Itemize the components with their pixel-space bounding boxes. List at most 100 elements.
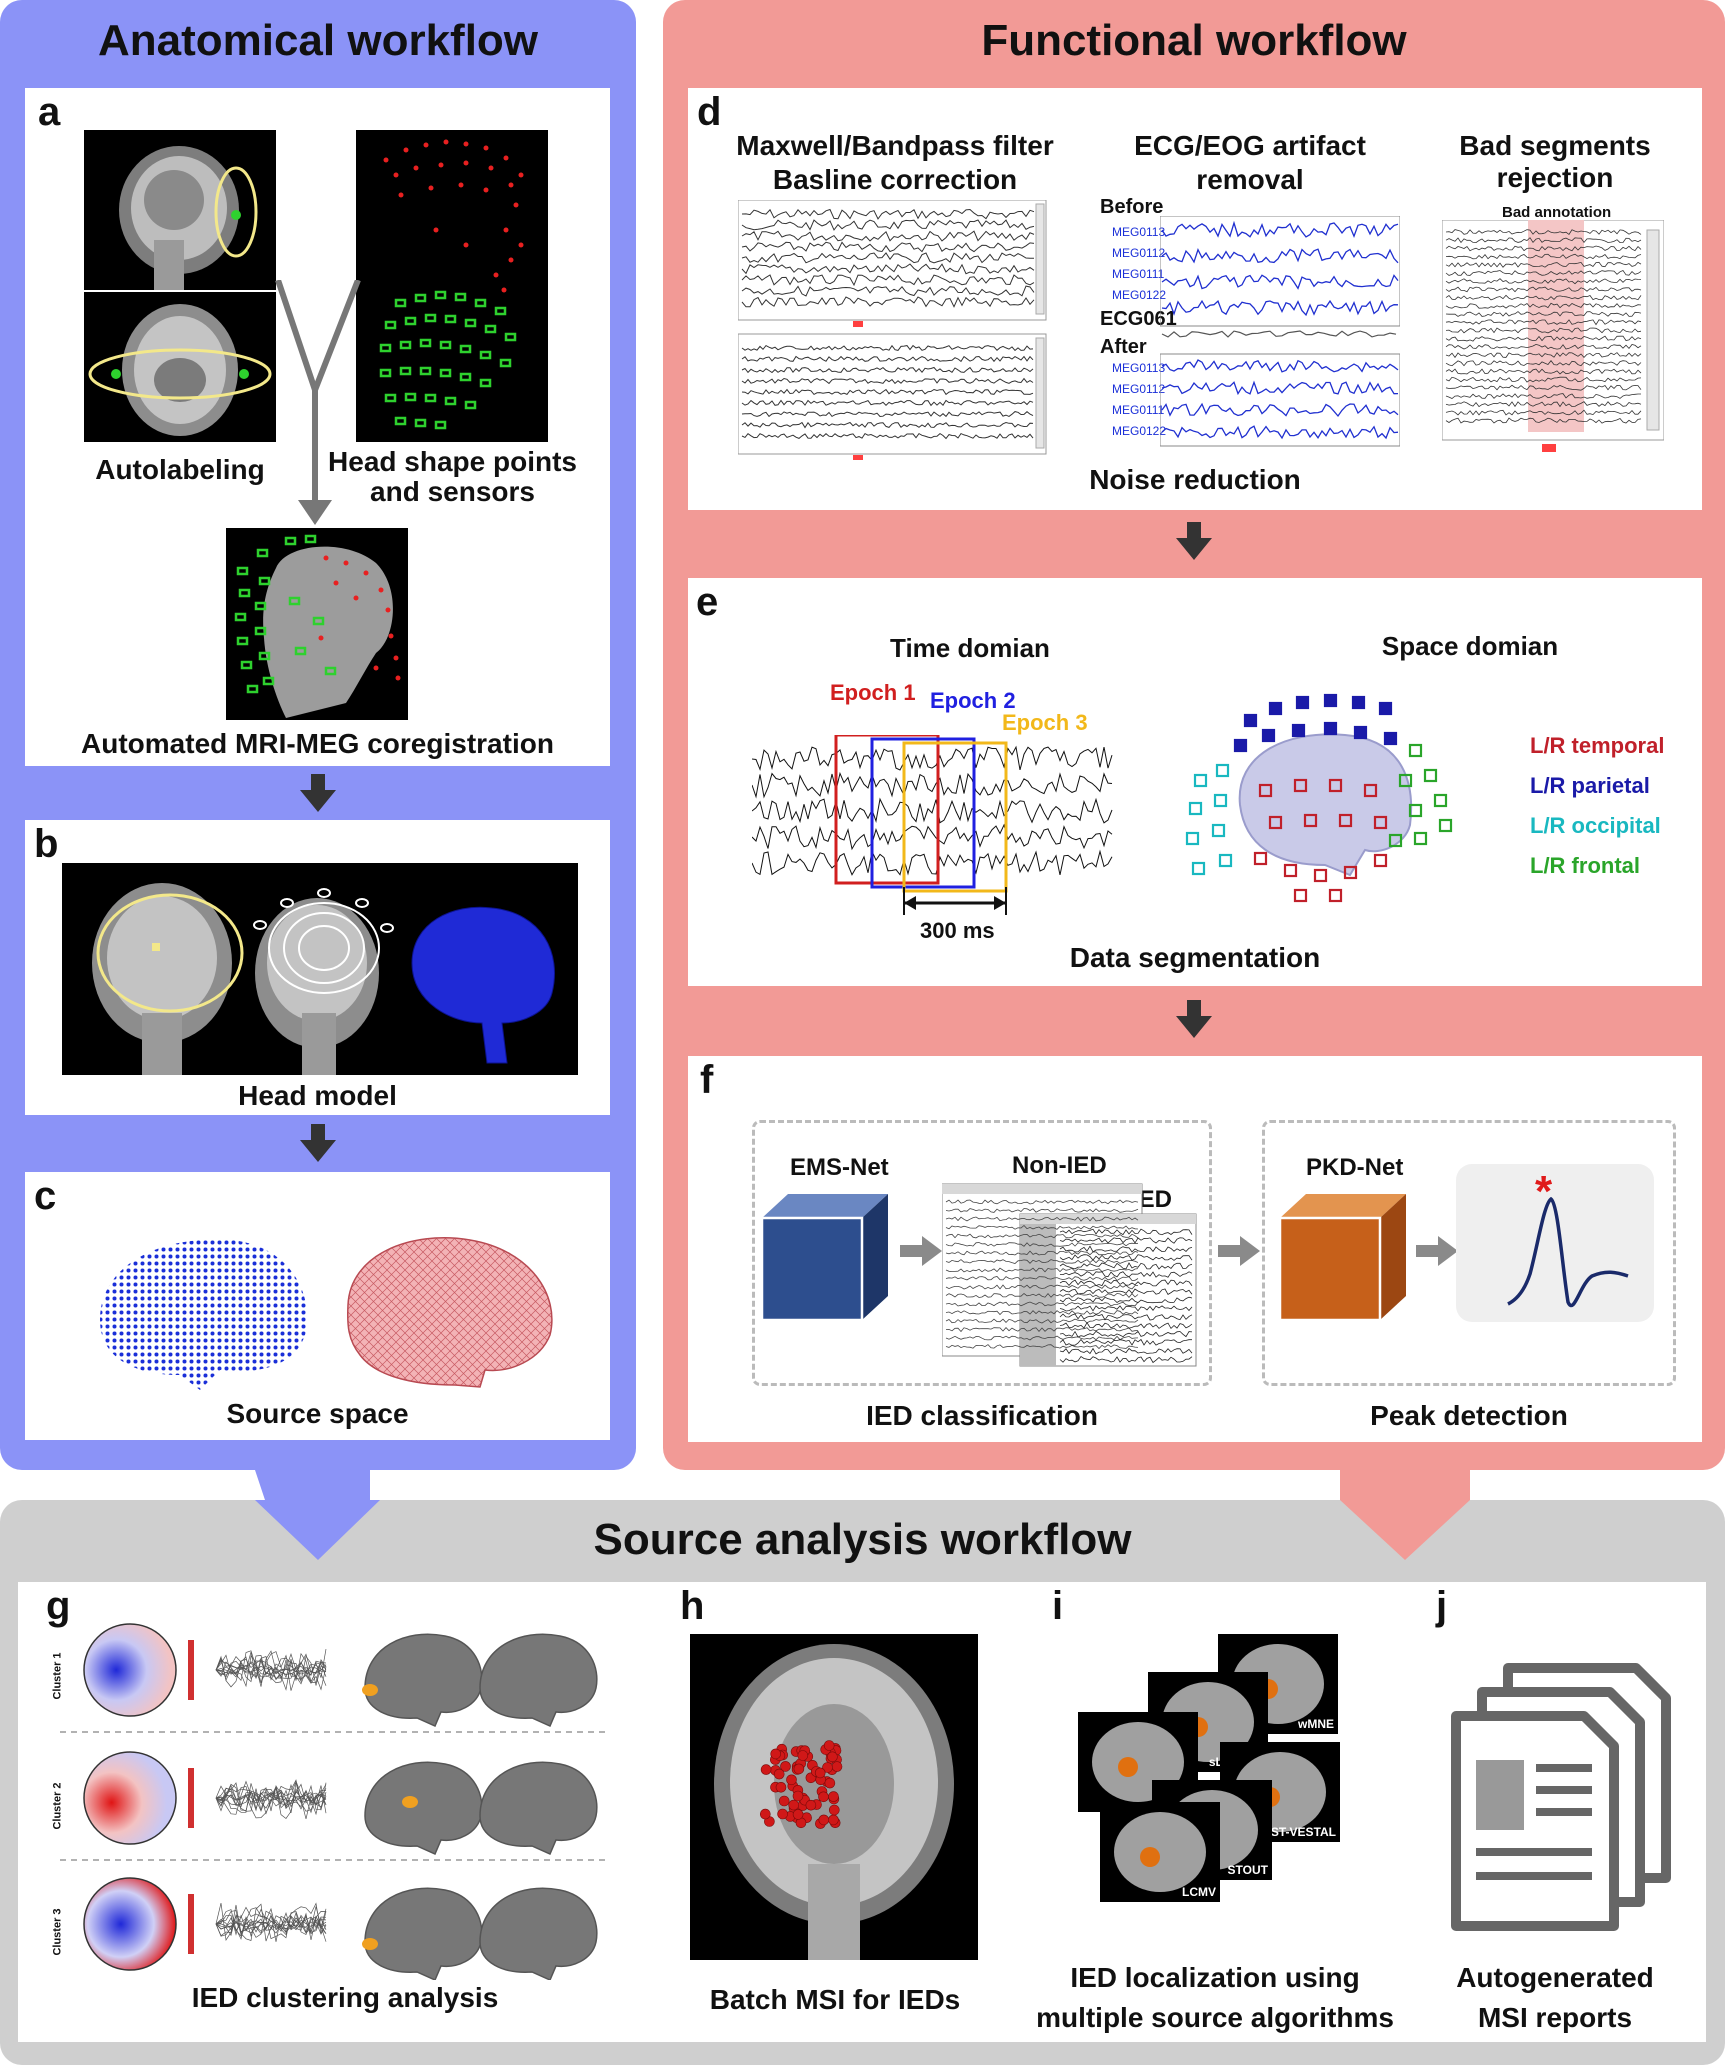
non-ied-trace <box>945 1310 1139 1316</box>
panel-b-letter: b <box>34 822 59 866</box>
bad-annotation-highlight <box>1528 220 1584 432</box>
dipole-dot <box>792 1809 804 1820</box>
ecg-trace <box>1161 330 1397 338</box>
meg-sensor-glyph <box>1413 831 1428 846</box>
filter-title-line2: Basline correction <box>772 164 1018 195</box>
head-shape-label-line2: and sensors <box>370 476 535 507</box>
channel-label: MEG0112 <box>1112 246 1166 260</box>
dipole-dot <box>778 1795 790 1807</box>
cluster-topomap <box>83 1751 177 1845</box>
meg-sensor-glyph <box>1243 713 1258 728</box>
meg-sensor-glyph <box>1388 833 1403 848</box>
bad-segment-trace <box>1445 384 1642 391</box>
butterfly-trace <box>215 1649 327 1691</box>
dipole-dot <box>770 1748 781 1760</box>
dipole-dot <box>760 1764 772 1775</box>
ied-trace <box>1059 1313 1193 1321</box>
bad-segment-trace <box>1445 237 1642 244</box>
autolabeling-label: Autolabeling <box>95 454 265 485</box>
head-model-image <box>62 863 578 1075</box>
report-stack-icon <box>1451 1663 1671 1931</box>
eeg-trace <box>752 797 1113 824</box>
meg-sensor-glyph <box>1268 815 1283 830</box>
non-ied-trace <box>945 1301 1139 1307</box>
artifact-title-line2: removal <box>1196 164 1304 195</box>
time-domain-plot <box>752 735 1113 915</box>
dipole-dot <box>822 1762 833 1773</box>
inflated-brain <box>364 1887 483 1980</box>
non-ied-trace <box>945 1335 1139 1341</box>
meg-sensor-glyph <box>1185 831 1200 846</box>
butterfly-trace <box>215 1654 327 1685</box>
bad-segment-trace <box>1445 368 1642 375</box>
before-trace <box>1161 220 1399 238</box>
batch-msi-caption: Batch MSI for IEDs <box>709 1984 961 2015</box>
non-ied-trace <box>945 1233 1139 1239</box>
mri-axial-drawing <box>88 304 272 436</box>
epoch-duration-label: 300 ms <box>920 918 995 943</box>
pkd-to-peak-arrow <box>1416 1236 1458 1266</box>
meg-sensor-glyph <box>1293 778 1308 793</box>
meg-sensor-glyph <box>1213 793 1228 808</box>
ied-trace <box>1059 1338 1192 1346</box>
bad-segment-trace <box>1445 253 1642 260</box>
bad-segment-trace <box>1445 352 1642 359</box>
mri-axial-image <box>84 292 276 442</box>
bad-segment-trace <box>1445 286 1642 293</box>
bad-segment-trace <box>1445 311 1642 317</box>
dipole-dot <box>827 1751 838 1763</box>
raw-meg-trace <box>741 241 1035 253</box>
raw-meg-trace <box>741 252 1034 264</box>
meg-sensor-glyph <box>1378 701 1393 716</box>
non-ied-label: Non-IED <box>1012 1152 1107 1179</box>
meg-sensor-glyph <box>1261 728 1276 743</box>
butterfly-plot <box>215 1902 327 1942</box>
non-ied-trace <box>945 1208 1139 1213</box>
meg-sensor-glyph <box>1338 813 1353 828</box>
bad-segment-trace <box>1445 360 1642 367</box>
meg-sensor-glyph <box>1383 731 1398 746</box>
bad-segment-browser <box>1442 220 1664 452</box>
source-space-drawing <box>100 1237 553 1390</box>
butterfly-trace <box>215 1906 327 1940</box>
raw-meg-trace <box>741 263 1035 275</box>
meg-sensor-glyph <box>1408 803 1423 818</box>
artifact-trace-plot <box>1160 216 1400 447</box>
meg-sensor-glyph <box>1343 865 1358 880</box>
ied-trace <box>1059 1296 1193 1304</box>
butterfly-trace <box>215 1779 327 1812</box>
legend-occipital: L/R occipital <box>1530 813 1661 838</box>
non-ied-trace <box>945 1224 1139 1230</box>
ied-trace <box>1059 1262 1193 1270</box>
filtered-meg-trace <box>741 355 1034 363</box>
non-ied-trace <box>945 1284 1138 1290</box>
inflated-brain <box>479 1761 598 1855</box>
after-channel-list: MEG0113 MEG0112 MEG0111 MEG0122 <box>1112 358 1176 442</box>
butterfly-trace <box>215 1656 327 1683</box>
meg-sensor-glyph <box>1293 888 1308 903</box>
butterfly-trace <box>215 1907 327 1937</box>
ied-trace <box>1059 1321 1193 1330</box>
filtered-meg-trace <box>741 388 1034 396</box>
panel-d-letter: d <box>697 90 722 134</box>
dipole-dot <box>824 1777 836 1789</box>
fiducial-point <box>231 210 241 220</box>
dipole-dot <box>818 1814 830 1826</box>
dipole-dot <box>823 1740 835 1751</box>
peak-box <box>1456 1164 1654 1322</box>
channel-label: MEG0122 <box>1112 288 1167 302</box>
preauricular-ellipse <box>88 348 272 400</box>
meg-sensor-glyph <box>1363 783 1378 798</box>
inflated-brain <box>479 1887 598 1980</box>
dipole-dot <box>760 1808 771 1820</box>
bad-segment-trace <box>1445 335 1642 342</box>
meg-sensor-glyph <box>1438 818 1453 833</box>
raw-meg-trace <box>741 296 1035 308</box>
non-ied-trace <box>945 1199 1139 1205</box>
channel-label: MEG0112 <box>1112 382 1166 396</box>
head-shape-sensors-image <box>356 130 548 442</box>
before-channel-list: MEG0113 MEG0112 MEG0111 MEG0122 <box>1112 222 1176 306</box>
after-trace <box>1161 425 1399 440</box>
cluster-labels: Cluster 1 Cluster 2 Cluster 3 <box>50 1630 90 1970</box>
source-hotspot <box>402 1796 418 1808</box>
